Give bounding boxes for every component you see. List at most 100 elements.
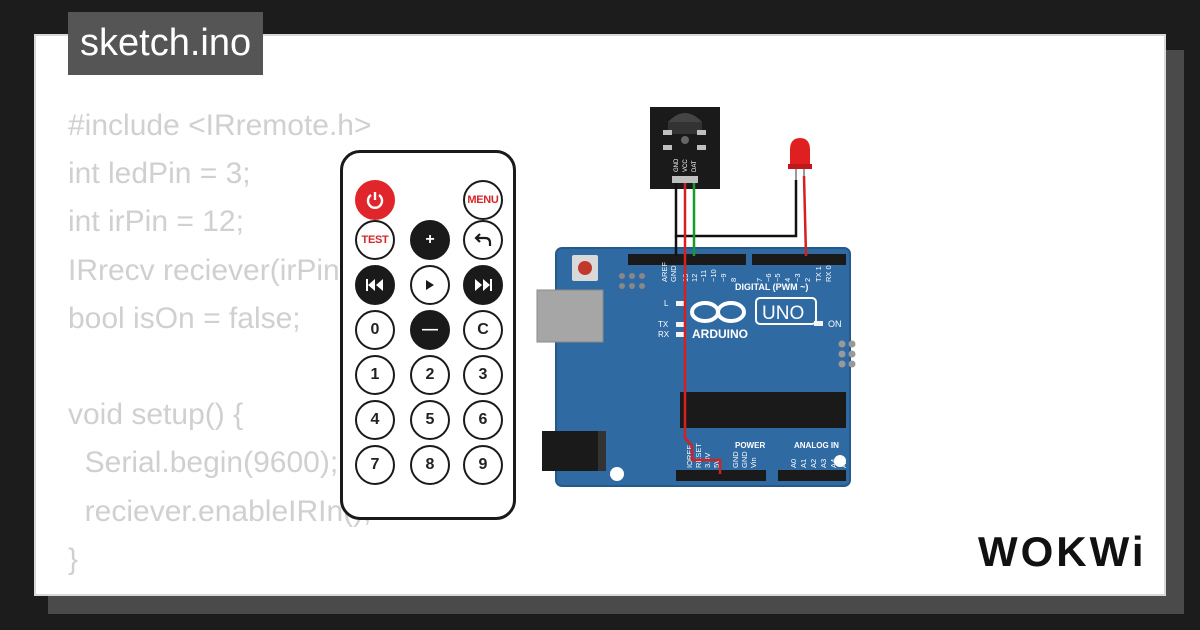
pin-label: ~9 [719,273,728,282]
pin-label: IOREF [685,445,694,468]
fast-forward-icon [473,278,493,292]
pin-label: GND [669,265,678,282]
wokwi-logo: WOKWi [978,528,1147,575]
remote-button-label: 4 [370,411,380,428]
ir-remote[interactable]: MENU TEST +0 — C 1 2 3 4 5 6 7 8 9 [340,150,516,520]
remote-button-label: 6 [478,411,488,428]
pin-label: A4 [829,459,838,468]
model-label: UNO [762,303,804,324]
remote-button-label: 9 [478,456,488,473]
pin-label: ~11 [699,270,708,282]
remote-minus-button[interactable]: — [410,310,450,350]
remote-7-button[interactable]: 7 [355,445,395,485]
code-line: reciever.enableIRIn(); [68,494,372,528]
on-label: ON [828,319,842,329]
play-icon [423,278,437,292]
remote-button-label: + [425,231,435,248]
pin-label: A3 [819,459,828,468]
remote-3-button[interactable]: 3 [463,355,503,395]
remote-1-button[interactable]: 1 [355,355,395,395]
pin-label: VCC [683,159,689,172]
file-tab[interactable]: sketch.ino [68,12,264,75]
back-arrow-icon [472,229,494,251]
code-preview: #include <IRremote.h> int ledPin = 3; int … [68,102,372,584]
remote-button-label: 1 [370,366,380,383]
remote-button-label: 8 [425,456,435,473]
code-line: int irPin = 12; [68,205,244,239]
remote-prev-button[interactable] [355,265,395,305]
pin-label: 7 [755,278,764,282]
power-jack [542,431,602,471]
atmega-chip [680,392,846,428]
power-label: POWER [735,441,765,450]
pin-label: 8 [729,278,738,282]
remote-0-button[interactable]: 0 [355,310,395,350]
pin-label: ~3 [793,273,802,282]
remote-4-button[interactable]: 4 [355,400,395,440]
remote-power-button[interactable] [355,180,395,220]
pin-label: DAT [692,160,698,172]
wire-gnd [674,180,798,238]
remote-test-button[interactable]: TEST [355,220,395,260]
pin-label: Vin [749,457,758,468]
red-led[interactable] [788,138,812,180]
remote-button-label: 3 [478,366,488,383]
remote-button-label: — [422,321,438,338]
pin-label: RESET [694,443,703,468]
remote-5-button[interactable]: 5 [410,400,450,440]
pin-label: GND [731,451,740,468]
tx-label: TX [658,320,669,329]
usb-port [536,289,604,343]
remote-menu-button[interactable]: MENU [463,180,503,220]
pin-label: ~5 [773,273,782,282]
remote-9-button[interactable]: 9 [463,445,503,485]
remote-button-label: 2 [425,366,435,383]
code-line: void setup() { [68,398,244,432]
remote-button-label: 7 [370,456,380,473]
remote-c-button[interactable]: C [463,310,503,350]
pin-label: A0 [789,459,798,468]
pin-label: GND [740,451,749,468]
remote-back-button[interactable] [463,220,503,260]
pin-label: 2 [803,278,812,282]
analog-header [778,470,846,481]
pin-label: A5 [839,459,848,468]
remote-button-label: 5 [425,411,435,428]
pin-label: A1 [799,459,808,468]
wire-led [802,175,808,257]
pin-label: AREF [660,262,669,282]
pin-label: 4 [783,278,792,282]
remote-plus-button[interactable]: + [410,220,450,260]
pin-label: 5V [712,459,721,468]
wire-vcc [683,183,722,474]
l-label: L [664,299,669,308]
code-line: int ledPin = 3; [68,157,251,191]
remote-button-label: MENU [467,194,499,206]
pin-label: ~10 [709,269,718,282]
code-line: IRrecv reciever(irPin); [68,253,359,287]
code-line: } [68,542,79,576]
pin-label: 12 [690,274,699,282]
remote-8-button[interactable]: 8 [410,445,450,485]
brand-label: ARDUINO [692,327,748,341]
remote-6-button[interactable]: 6 [463,400,503,440]
arduino-uno-board[interactable]: DIGITAL (PWM ~) ARDUINO UNO ON L TX RX P… [536,247,856,487]
remote-play-button[interactable] [410,265,450,305]
code-line: Serial.begin(9600); [68,446,339,480]
remote-2-button[interactable]: 2 [410,355,450,395]
pin-label: TX 1 [814,266,823,282]
wires [674,175,808,474]
analog-label: ANALOG IN [794,441,839,450]
pin-label: GND [674,158,680,172]
remote-button-label: 0 [370,321,380,338]
pin-label: ~6 [764,273,773,282]
pin-label: A2 [809,459,818,468]
power-header [676,470,766,481]
remote-next-button[interactable] [463,265,503,305]
remote-button-label: TEST [361,234,389,246]
pin-label: RX 0 [824,265,833,282]
rx-label: RX [658,330,670,339]
code-line: #include <IRremote.h> [68,109,372,142]
